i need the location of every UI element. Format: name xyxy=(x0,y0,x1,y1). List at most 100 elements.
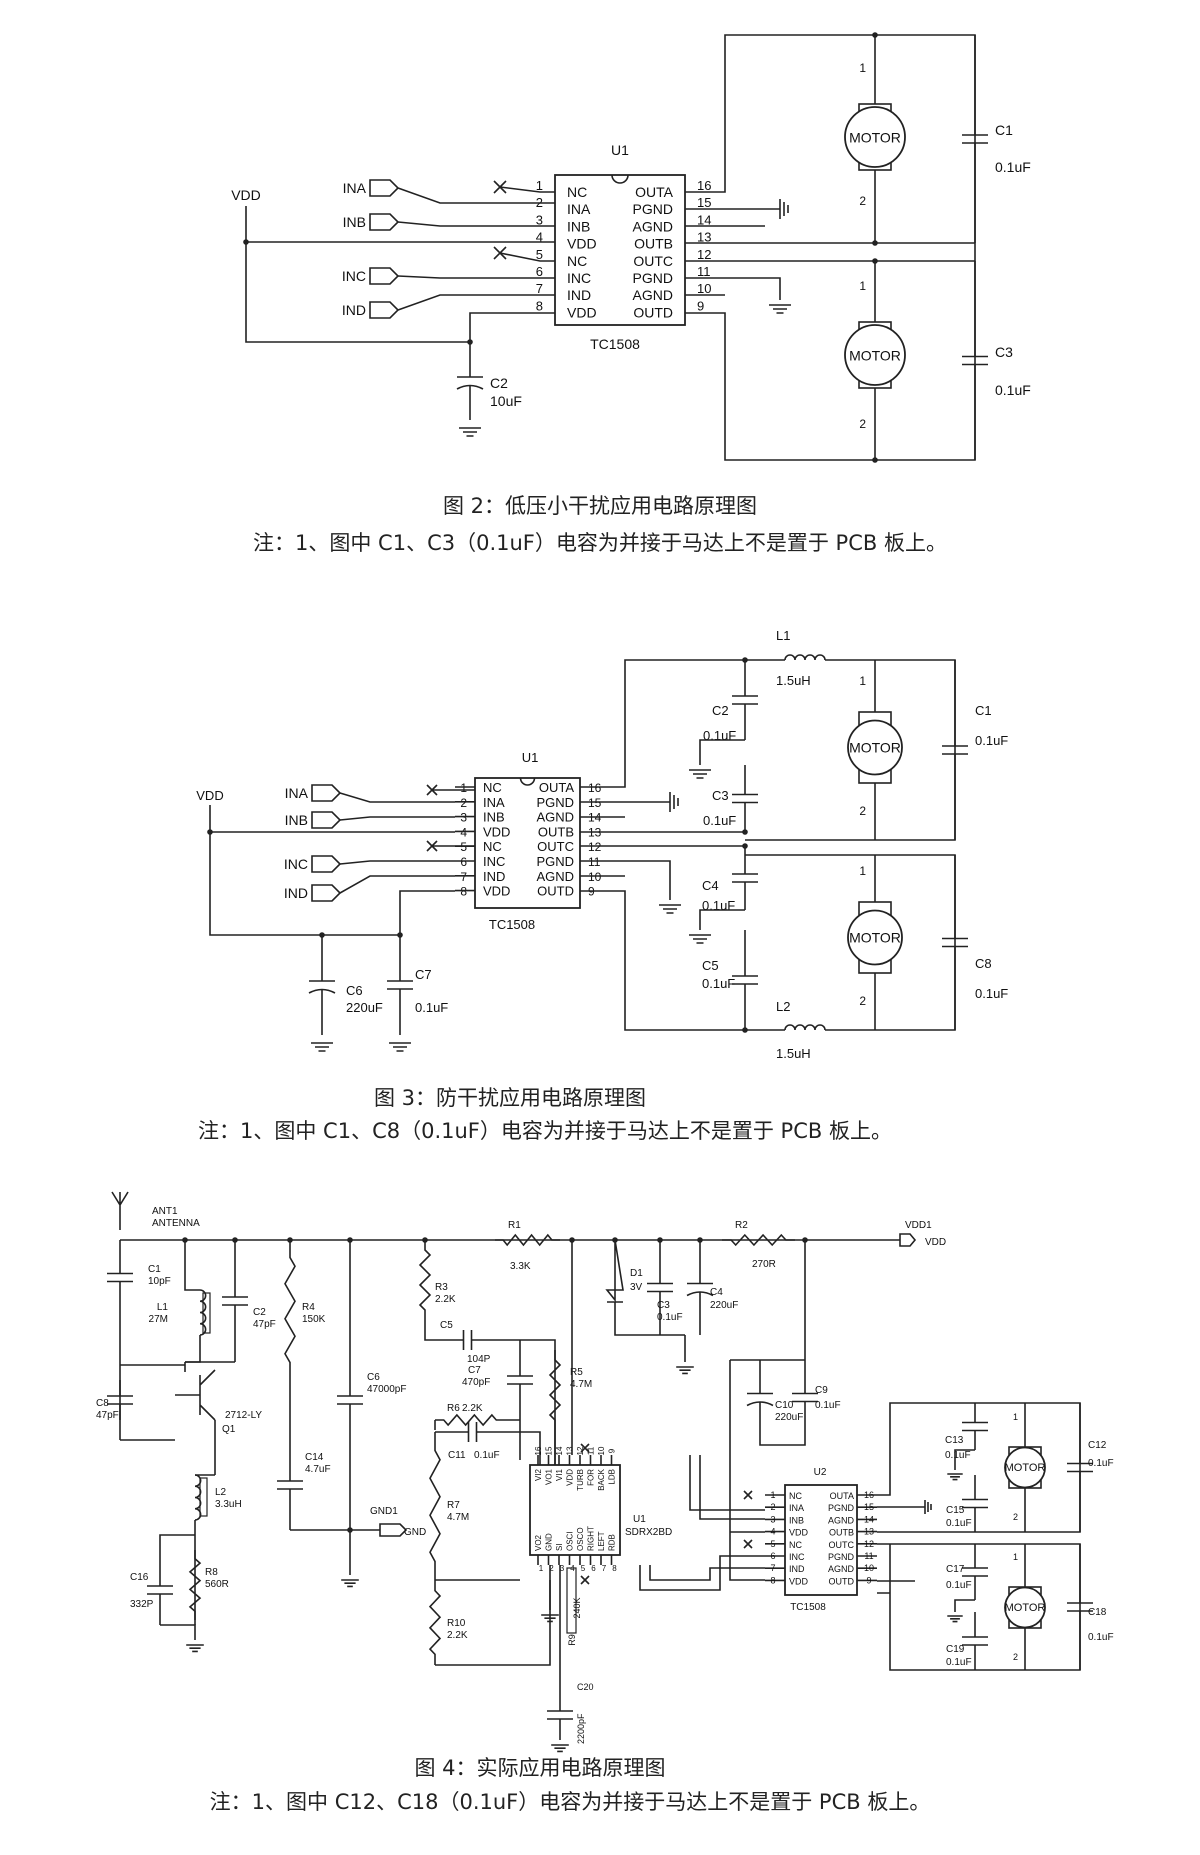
fig4-u1-pin-name: GND xyxy=(545,1533,554,1551)
fig4-c16-ref: C16 xyxy=(130,1572,149,1583)
fig4-wire-back xyxy=(699,1455,765,1520)
figure2-caption: 图 2：低压小干扰应用电路原理图 xyxy=(442,494,758,518)
fig3-pin-name: NC xyxy=(483,839,502,854)
fig4-cap-c5 xyxy=(455,1330,480,1350)
fig4-cap-c10 xyxy=(746,1401,774,1407)
fig4-cap-c9 xyxy=(792,1360,818,1435)
fig4-c8-ref: C8 xyxy=(96,1398,109,1409)
fig4-u2-pin-name: OUTA xyxy=(830,1491,854,1501)
fig3-pin-num: 1 xyxy=(460,781,467,795)
figure3-caption: 图 3：防干扰应用电路原理图 xyxy=(373,1086,647,1110)
fig4-c7-ref: C7 xyxy=(468,1365,481,1376)
fig4-r6-ref: R6 xyxy=(447,1403,460,1414)
fig3-cap-c1 xyxy=(942,660,968,840)
fig3-c6-value: 220uF xyxy=(346,1000,383,1015)
fig3-cap-c5 xyxy=(732,930,758,1030)
fig4-nc-mark xyxy=(743,1490,753,1500)
fig3-c5-value: 0.1uF xyxy=(702,976,735,991)
fig4-c18-value: 0.1uF xyxy=(1088,1632,1114,1643)
fig3-pin-num: 6 xyxy=(460,855,467,869)
fig4-d1-ref: D1 xyxy=(630,1268,643,1279)
fig3-inductor-l1 xyxy=(784,654,826,661)
fig3-motor1-label: MOTOR xyxy=(849,739,901,755)
fig4-vdd-label: VDD xyxy=(925,1237,946,1248)
fig4-u1-pin-name: BACK xyxy=(597,1468,606,1490)
fig2-c2-ref: C2 xyxy=(490,375,508,391)
fig4-resistor-r10 xyxy=(428,1580,442,1665)
fig3-pin-num: 7 xyxy=(460,870,467,884)
fig4-u1-pin-num: 9 xyxy=(608,1448,617,1453)
fig4-c16-value: 332P xyxy=(130,1599,154,1610)
fig4-wire-outcd xyxy=(877,1543,1081,1671)
fig3-c3-value: 0.1uF xyxy=(703,813,736,828)
fig4-c13-ref: C13 xyxy=(945,1435,964,1446)
fig2-wire-motor-loop xyxy=(685,34,976,461)
fig4-u1-pin-name: VI2 xyxy=(534,1468,543,1481)
fig2-c2-value: 10uF xyxy=(490,393,522,409)
fig3-l1-ref: L1 xyxy=(776,628,790,643)
fig4-motor2 xyxy=(1004,1586,1046,1629)
fig4-c10-value: 220uF xyxy=(775,1412,803,1423)
fig4-cap-c7 xyxy=(507,1340,533,1420)
fig4-gnd-c17 xyxy=(947,1615,963,1623)
fig4-wire-c10 xyxy=(759,1435,806,1446)
fig4-c6-ref: C6 xyxy=(367,1372,380,1383)
fig4-antenna xyxy=(111,1191,129,1230)
fig2-c1-ref: C1 xyxy=(995,122,1013,138)
fig2-port-inc-label: INC xyxy=(342,268,366,284)
fig3-wire-ina xyxy=(339,792,455,803)
fig3-c7-ref: C7 xyxy=(415,967,432,982)
fig2-pin-name: PGND xyxy=(633,270,673,286)
fig4-c3-value: 0.1uF xyxy=(657,1312,683,1323)
fig4-resistor-r2 xyxy=(722,1233,795,1247)
fig4-u1-pin-name: LDB xyxy=(608,1469,617,1485)
fig4-gnd1-label: GND1 xyxy=(370,1506,398,1517)
fig4-motor1 xyxy=(1004,1446,1046,1489)
fig4-u2-pin-num: 5 xyxy=(770,1539,775,1549)
fig4-u1-pin-name: RIGHT xyxy=(587,1526,596,1551)
fig3-cap-c7 xyxy=(387,935,413,1035)
fig4-u1-pin-name: LEFT xyxy=(597,1531,606,1551)
junction-dot xyxy=(742,657,748,663)
fig4-resistor-r8 xyxy=(188,1550,202,1620)
fig3-gnd-c4 xyxy=(689,934,711,944)
fig3-pin-num: 16 xyxy=(588,781,602,795)
fig2-pin-num: 6 xyxy=(536,264,543,279)
fig3-inductor-l2 xyxy=(784,1024,826,1031)
fig4-motor2-pin: 1 xyxy=(1013,1552,1018,1562)
fig4-u1-pin-num: 15 xyxy=(545,1446,554,1455)
fig4-l1-value: 27M xyxy=(149,1314,168,1325)
fig4-cap-c13 xyxy=(962,1403,988,1450)
fig2-c1-value: 0.1uF xyxy=(995,159,1031,175)
fig3-pin-name: PGND xyxy=(536,795,574,810)
fig3-wire-c4gnd xyxy=(699,909,745,930)
fig4-u1-pin-name: FOR xyxy=(587,1469,596,1486)
fig2-pin-num: 1 xyxy=(536,178,543,193)
fig2-pin-num: 14 xyxy=(697,212,711,227)
fig4-u1-pin-num: 8 xyxy=(612,1564,617,1573)
fig2-wire-ind xyxy=(397,294,555,311)
fig4-ant-ref: ANT1 xyxy=(152,1206,178,1217)
fig4-gnd-c6 xyxy=(341,1579,359,1588)
fig2-wire-inb xyxy=(397,221,555,227)
fig2-pin-num: 11 xyxy=(697,264,711,279)
fig4-c13-value: 0.1uF xyxy=(945,1450,971,1461)
fig4-r8-ref: R8 xyxy=(205,1567,218,1578)
fig2-pin-name: OUTC xyxy=(633,253,673,269)
fig4-motor1-pin: 2 xyxy=(1013,1512,1018,1522)
fig4-diode-d1 xyxy=(605,1239,624,1303)
fig2-motor1-label: MOTOR xyxy=(849,129,901,145)
fig3-wire-l2 xyxy=(740,854,956,1031)
fig3-cap-c6 xyxy=(308,988,336,994)
fig2-port-ina xyxy=(369,179,400,197)
fig4-gnd-c4 xyxy=(676,1366,694,1375)
fig4-gnd-u1 xyxy=(541,1614,559,1623)
fig4-u1-pin-num: 6 xyxy=(591,1564,596,1573)
fig2-chip-u1 xyxy=(554,174,686,326)
fig3-cap-c2 xyxy=(732,660,758,740)
fig2-gnd-pgnd xyxy=(685,199,789,219)
fig3-chip-notch xyxy=(519,777,536,786)
fig4-r7-value: 4.7M xyxy=(447,1512,469,1523)
fig4-c2-ref: C2 xyxy=(253,1307,266,1318)
fig4-u1-pin-name: TURB xyxy=(576,1469,585,1491)
